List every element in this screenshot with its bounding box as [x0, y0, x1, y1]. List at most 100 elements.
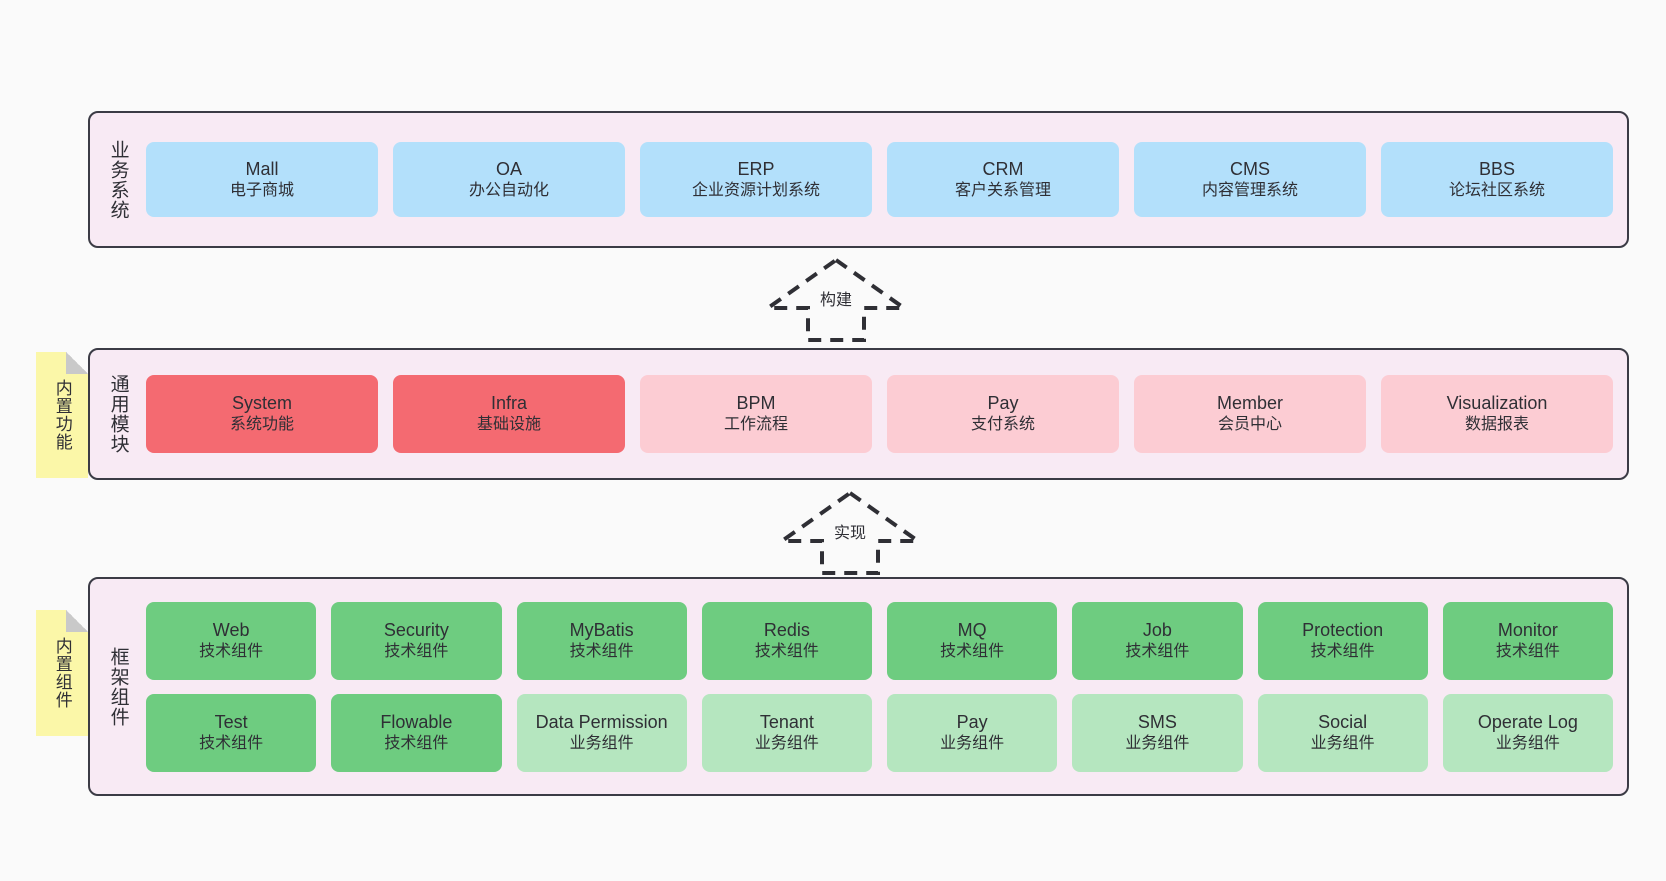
card-flowable[interactable]: Flowable 技术组件	[331, 693, 502, 772]
layer-framework-component: 框架组件 Web 技术组件 Security 技术组件 MyBatis 技术组件…	[88, 577, 1629, 796]
card-cms[interactable]: CMS 内容管理系统	[1134, 142, 1366, 217]
card-oa[interactable]: OA 办公自动化	[393, 142, 625, 217]
card-data-permission-en: Data Permission	[535, 711, 668, 732]
connector-build-arrow	[761, 257, 911, 342]
connector-build-label: 构建	[819, 292, 853, 309]
connector-build: 构建	[756, 256, 916, 344]
card-sms-en: SMS	[1137, 711, 1177, 732]
card-tenant[interactable]: Tenant 业务组件	[701, 693, 872, 772]
card-job-en: Job	[1142, 619, 1172, 640]
common-card-row: System 系统功能 Infra 基础设施 BPM 工作流程 Pay 支付系统…	[146, 375, 1613, 453]
card-bbs-cn: 论坛社区系统	[1448, 181, 1545, 199]
card-data-permission[interactable]: Data Permission 业务组件	[516, 693, 687, 772]
card-security-cn: 技术组件	[384, 642, 449, 660]
card-job-cn: 技术组件	[1125, 642, 1190, 660]
card-security-en: Security	[383, 619, 449, 640]
card-protection-cn: 技术组件	[1310, 642, 1375, 660]
card-oa-en: OA	[495, 158, 522, 179]
card-mybatis[interactable]: MyBatis 技术组件	[516, 601, 687, 680]
card-redis-cn: 技术组件	[754, 642, 819, 660]
card-mall[interactable]: Mall 电子商城	[146, 142, 378, 217]
layer-framework-component-body: Web 技术组件 Security 技术组件 MyBatis 技术组件 Redi…	[146, 579, 1627, 794]
card-social-en: Social	[1318, 711, 1368, 732]
card-mall-cn: 电子商城	[229, 181, 294, 199]
framework-card-row-business: Test 技术组件 Flowable 技术组件 Data Permission …	[146, 693, 1613, 772]
layer-common-module-body: System 系统功能 Infra 基础设施 BPM 工作流程 Pay 支付系统…	[146, 350, 1627, 478]
card-cms-cn: 内容管理系统	[1201, 181, 1298, 199]
card-protection-en: Protection	[1302, 619, 1384, 640]
layer-framework-component-title: 框架组件	[107, 646, 129, 727]
card-operate-log-en: Operate Log	[1477, 711, 1578, 732]
card-visualization[interactable]: Visualization 数据报表	[1381, 375, 1613, 453]
business-card-row: Mall 电子商城 OA 办公自动化 ERP 企业资源计划系统 CRM 客户关系…	[146, 142, 1613, 217]
card-system[interactable]: System 系统功能	[146, 375, 378, 453]
card-pay-component-en: Pay	[956, 711, 988, 732]
card-crm-cn: 客户关系管理	[954, 181, 1051, 199]
card-security[interactable]: Security 技术组件	[331, 601, 502, 680]
framework-card-row-technical: Web 技术组件 Security 技术组件 MyBatis 技术组件 Redi…	[146, 601, 1613, 680]
card-oa-cn: 办公自动化	[468, 181, 549, 199]
connector-realize-label: 实现	[833, 525, 867, 542]
card-member[interactable]: Member 会员中心	[1134, 375, 1366, 453]
card-flowable-cn: 技术组件	[384, 734, 449, 752]
layer-common-module: 通用模块 System 系统功能 Infra 基础设施 BPM 工作流程 Pay	[88, 348, 1629, 480]
card-monitor-en: Monitor	[1497, 619, 1558, 640]
card-mq[interactable]: MQ 技术组件	[887, 601, 1058, 680]
card-operate-log-cn: 业务组件	[1495, 734, 1560, 752]
card-pay-component-cn: 业务组件	[940, 734, 1005, 752]
card-visualization-cn: 数据报表	[1464, 416, 1529, 434]
card-erp-cn: 企业资源计划系统	[691, 181, 820, 199]
card-infra[interactable]: Infra 基础设施	[393, 375, 625, 453]
card-member-cn: 会员中心	[1217, 416, 1282, 434]
card-test-en: Test	[214, 711, 248, 732]
card-protection[interactable]: Protection 技术组件	[1257, 601, 1428, 680]
card-erp-en: ERP	[737, 158, 775, 179]
card-bpm-en: BPM	[736, 393, 776, 414]
card-crm-en: CRM	[982, 158, 1024, 179]
card-sms[interactable]: SMS 业务组件	[1072, 693, 1243, 772]
layer-business-system-title: 业务系统	[107, 139, 129, 220]
connector-realize-arrow	[775, 490, 925, 575]
layer-common-module-title: 通用模块	[107, 374, 129, 454]
card-redis[interactable]: Redis 技术组件	[701, 601, 872, 680]
card-flowable-en: Flowable	[380, 711, 453, 732]
card-pay-component[interactable]: Pay 业务组件	[887, 693, 1058, 772]
card-member-en: Member	[1216, 393, 1283, 414]
card-test[interactable]: Test 技术组件	[146, 693, 317, 772]
card-crm[interactable]: CRM 客户关系管理	[887, 142, 1119, 217]
card-job[interactable]: Job 技术组件	[1072, 601, 1243, 680]
card-bbs[interactable]: BBS 论坛社区系统	[1381, 142, 1613, 217]
card-system-en: System	[231, 393, 292, 414]
card-bpm[interactable]: BPM 工作流程	[640, 375, 872, 453]
card-redis-en: Redis	[763, 619, 810, 640]
card-social[interactable]: Social 业务组件	[1257, 693, 1428, 772]
card-cms-en: CMS	[1230, 158, 1270, 179]
card-mybatis-en: MyBatis	[569, 619, 634, 640]
card-monitor[interactable]: Monitor 技术组件	[1442, 601, 1613, 680]
note-builtin-function: 内置功能	[36, 352, 88, 478]
card-system-cn: 系统功能	[229, 416, 294, 434]
note-builtin-component: 内置组件	[36, 610, 88, 736]
card-test-cn: 技术组件	[199, 734, 264, 752]
layer-business-system-body: Mall 电子商城 OA 办公自动化 ERP 企业资源计划系统 CRM 客户关系…	[146, 113, 1627, 246]
card-pay-module-cn: 支付系统	[970, 416, 1035, 434]
card-erp[interactable]: ERP 企业资源计划系统	[640, 142, 872, 217]
card-social-cn: 业务组件	[1310, 734, 1375, 752]
card-operate-log[interactable]: Operate Log 业务组件	[1442, 693, 1613, 772]
card-mq-en: MQ	[957, 619, 987, 640]
card-bpm-cn: 工作流程	[723, 416, 788, 434]
card-web[interactable]: Web 技术组件	[146, 601, 317, 680]
card-tenant-cn: 业务组件	[754, 734, 819, 752]
card-pay-module[interactable]: Pay 支付系统	[887, 375, 1119, 453]
card-visualization-en: Visualization	[1446, 393, 1548, 414]
card-data-permission-cn: 业务组件	[569, 734, 634, 752]
card-bbs-en: BBS	[1478, 158, 1516, 179]
card-sms-cn: 业务组件	[1125, 734, 1190, 752]
card-mybatis-cn: 技术组件	[569, 642, 634, 660]
layer-business-system: 业务系统 Mall 电子商城 OA 办公自动化 ERP 企业资源计划系统 CRM	[88, 111, 1629, 248]
note-builtin-function-label: 内置功能	[52, 379, 72, 451]
card-infra-en: Infra	[490, 393, 528, 414]
card-infra-cn: 基础设施	[476, 416, 541, 434]
card-tenant-en: Tenant	[759, 711, 814, 732]
